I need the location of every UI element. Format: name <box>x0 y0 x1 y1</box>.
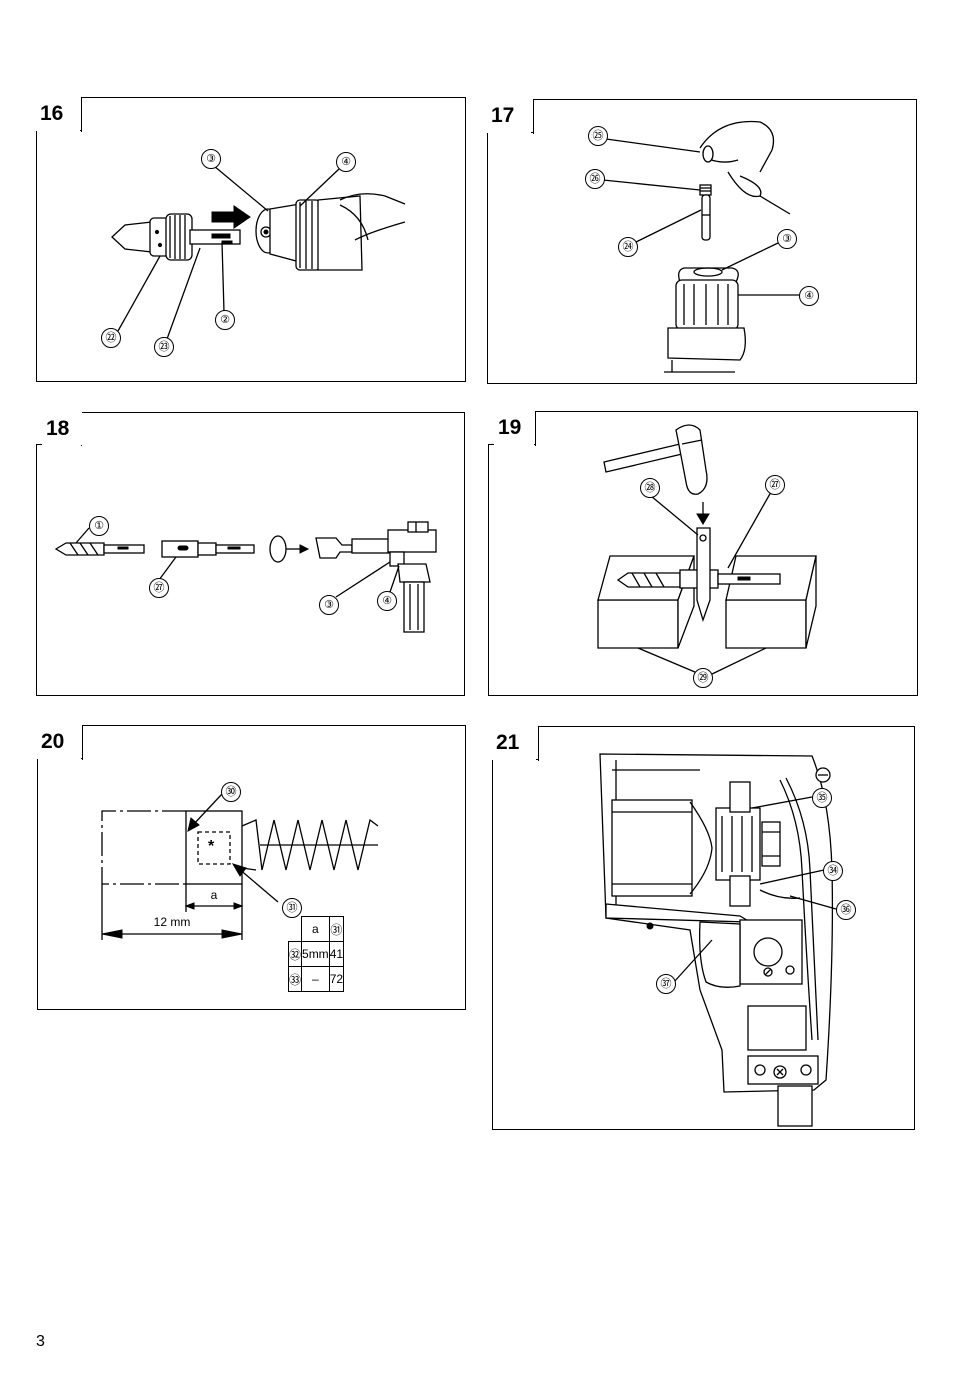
wear-mark-star: * <box>208 838 215 855</box>
figure-18-number: 18 <box>42 412 82 445</box>
callout-23: ㉓ <box>154 337 174 357</box>
figure-19-number: 19 <box>494 411 534 445</box>
callout-4: ④ <box>336 152 356 172</box>
callout-3: ③ <box>777 229 797 249</box>
callout-3: ③ <box>201 149 221 169</box>
table-row: ㉝ – 72 <box>287 966 345 992</box>
table-cell: 72 <box>328 966 345 992</box>
table-row: a ㉛ <box>289 916 345 942</box>
figure-18-frame <box>36 444 465 696</box>
callout-29: ㉙ <box>693 668 713 688</box>
callout-22: ㉒ <box>101 328 121 348</box>
callout-30: ㉚ <box>221 782 241 802</box>
callout-3: ③ <box>319 595 339 615</box>
figure-20-number: 20 <box>37 725 81 759</box>
callout-4: ④ <box>377 591 397 611</box>
callout-31: ㉛ <box>282 898 302 918</box>
callout-24: ㉔ <box>618 237 638 257</box>
callout-25: ㉕ <box>588 126 608 146</box>
callout-1: ① <box>89 516 109 536</box>
callout-35: ㉟ <box>812 788 832 808</box>
callout-37: ㊲ <box>656 974 676 994</box>
table-header-a: a <box>301 916 330 942</box>
table-cell: ㉝ <box>287 966 303 992</box>
callout-27: ㉗ <box>765 475 785 495</box>
figure-16-number: 16 <box>36 97 80 131</box>
callout-26: ㉖ <box>585 169 605 189</box>
callout-34: ㉞ <box>823 861 843 881</box>
figure-17-number: 17 <box>487 99 531 133</box>
dimension-12mm: 12 mm <box>153 915 191 929</box>
dimension-a: a <box>210 888 218 902</box>
callout-2: ② <box>215 310 235 330</box>
callout-28: ㉘ <box>640 478 660 498</box>
callout-27: ㉗ <box>149 578 169 598</box>
brush-spec-table: a ㉛ ㉜ 5mm 41 ㉝ – 72 <box>287 916 345 992</box>
table-cell: 5mm <box>301 941 330 967</box>
page-number: 3 <box>36 1333 45 1350</box>
table-header-31: ㉛ <box>328 916 345 942</box>
callout-4: ④ <box>799 286 819 306</box>
figure-21-number: 21 <box>492 726 536 760</box>
callout-36: ㊱ <box>836 900 856 920</box>
